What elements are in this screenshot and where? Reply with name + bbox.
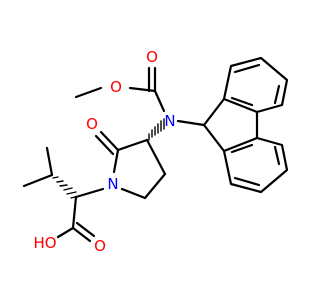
lower-ring-double-3: [230, 143, 254, 154]
lower-ring-double-2: [273, 145, 281, 166]
bond-n-carbonyl: [153, 89, 166, 113]
upper-benzene-ring: [222, 56, 289, 114]
bond-ch-me1: [45, 146, 54, 177]
bond-c-o-1: [71, 226, 92, 243]
bond-c4-c3: [145, 138, 167, 176]
atom-carbonyl-o-top: O: [146, 48, 158, 66]
bond-calpha-cooh: [71, 195, 78, 230]
bond-c2-n1: [112, 148, 120, 174]
atom-acid-oh: HO: [33, 234, 56, 252]
bond-ch-me2: [22, 173, 54, 188]
bond-c-oh: [56, 226, 75, 239]
bond-n-c9: [176, 119, 206, 127]
valine-fragment: [22, 146, 105, 243]
bond-c9-c9a: [202, 97, 226, 127]
molecule-diagram: O O N O N HO O: [22, 48, 289, 255]
bond-c-o-2: [75, 221, 96, 238]
bond-c2-o-1: [99, 130, 120, 152]
bond-carbonyl-ome: [128, 86, 157, 93]
carbamate-group: [74, 66, 206, 127]
upper-ring-double-1: [233, 63, 261, 74]
atom-carbamate-n: N: [164, 112, 175, 130]
lower-benzene-ring: [222, 136, 289, 194]
hashed-wedge-calpha-ch: [52, 176, 80, 199]
atom-ring-n: N: [107, 175, 118, 193]
lower-ring-double-1: [233, 176, 261, 187]
fluorenyl-group: [202, 56, 289, 194]
atom-methoxy-o: O: [110, 78, 122, 96]
bond-n1-calpha: [74, 187, 105, 199]
atom-acid-o: O: [94, 237, 106, 255]
bond-n1-c5: [120, 187, 147, 200]
upper-ring-double-2: [273, 84, 281, 105]
hashed-wedge-c3-n: [148, 118, 165, 141]
bond-c2-o-2: [94, 134, 115, 156]
upper-ring-double-3: [230, 96, 254, 107]
atom-labels: O O N O N HO O: [33, 48, 175, 255]
pyrrolidinone-ring: [94, 118, 167, 200]
bond-ome-methyl: [74, 86, 103, 99]
bond-c3-c2: [116, 138, 149, 152]
bond-c5-c4: [143, 172, 167, 200]
atom-lactam-o: O: [86, 115, 98, 133]
bond-c9-c8a: [202, 123, 226, 153]
